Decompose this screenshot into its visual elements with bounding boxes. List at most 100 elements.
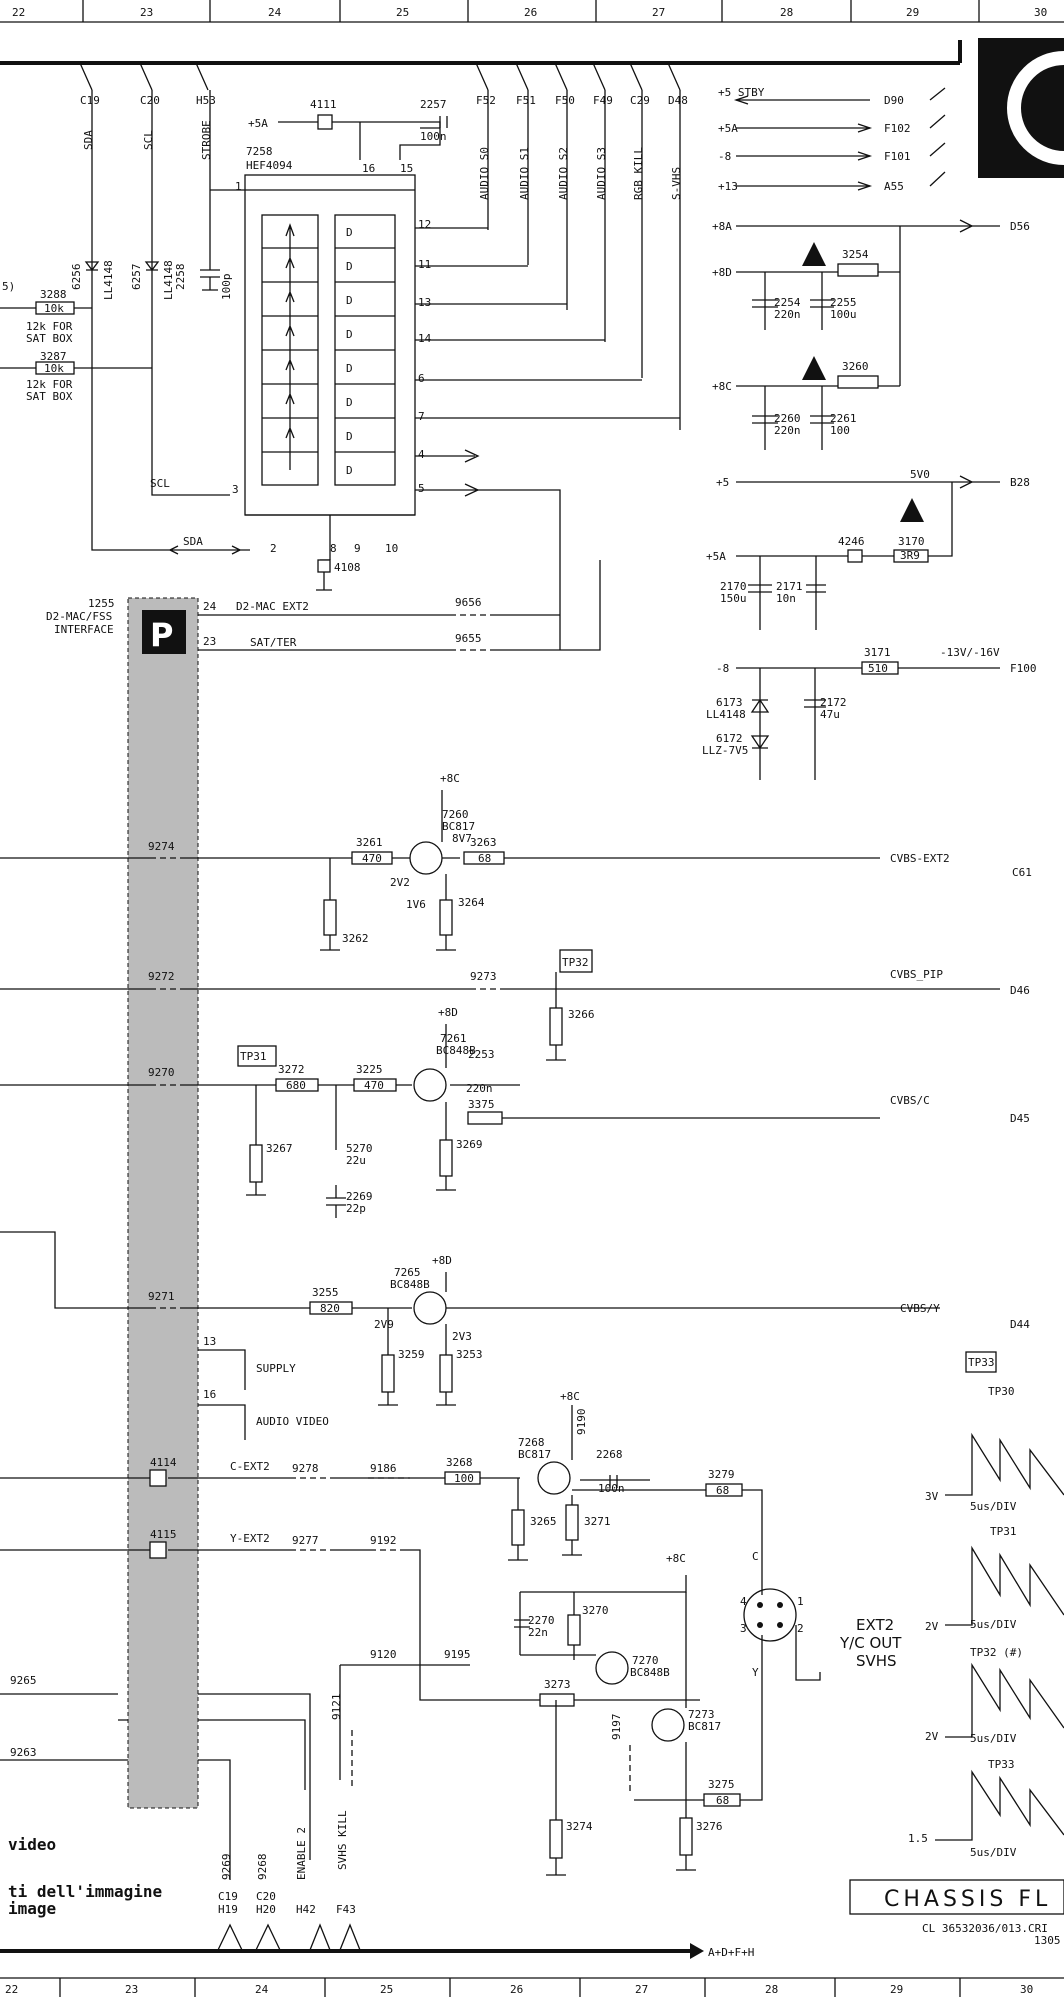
schematic-label: SUPPLY [256, 1362, 296, 1375]
schematic-label: 6 [418, 372, 425, 385]
schematic-label: D90 [884, 94, 904, 107]
schematic-label: 3262 [342, 932, 369, 945]
conn-f49: F49 [593, 94, 613, 107]
schematic-label: 2254 [774, 296, 801, 309]
schematic-label: +8D [438, 1006, 458, 1019]
schematic-label: 13 [418, 296, 431, 309]
grid-col: 25 [380, 1983, 393, 1996]
schematic-label: 9263 [10, 1746, 37, 1759]
schematic-label: 2V9 [374, 1318, 394, 1331]
schematic-label: 5us/DIV [970, 1618, 1017, 1631]
schematic-label: 3270 [582, 1604, 609, 1617]
bus-label: A+D+F+H [708, 1946, 754, 1959]
schematic-label: 4115 [150, 1528, 177, 1541]
sat-note-2b: SAT BOX [26, 390, 73, 403]
top-grid: 22 23 24 25 26 27 28 29 30 [0, 0, 1064, 23]
schematic-label: 13 [203, 1335, 216, 1348]
schematic-label: 9274 [148, 840, 175, 853]
schematic-label: 470 [362, 852, 382, 865]
schematic-label: 2269 [346, 1190, 373, 1203]
schematic-label: F101 [884, 150, 911, 163]
schematic-label: 3264 [458, 896, 485, 909]
r3288-body [35, 301, 75, 315]
schematic-label: +8D [432, 1254, 452, 1267]
schematic-label: 2260 [774, 412, 801, 425]
schematic-label: +13 [718, 180, 738, 193]
top-connectors: C19 C20 H53 F52 F51 F50 F49 C29 D48 [79, 62, 688, 107]
schematic-label: 3275 [708, 1778, 735, 1791]
schematic-label: 3375 [468, 1098, 495, 1111]
schematic-label: 9271 [148, 1290, 175, 1303]
schematic-label: TP30 [988, 1385, 1015, 1398]
schematic-label: BC848B [390, 1278, 430, 1291]
schematic-label: 2170 [720, 580, 747, 593]
schematic-label: 68 [716, 1794, 729, 1807]
schematic-label: 9656 [455, 596, 482, 609]
schematic-label: 100 [454, 1472, 474, 1485]
sda-label: SDA [183, 535, 203, 548]
schematic-label: 4246 [838, 535, 865, 548]
grid-col: 28 [780, 6, 793, 19]
schematic-label: 9272 [148, 970, 175, 983]
conn-c29: C29 [630, 94, 650, 107]
schematic-label: 3263 [470, 836, 497, 849]
schematic-label: CL 36532036/013.CRI [922, 1922, 1048, 1935]
chassis-logo [978, 38, 1064, 178]
schematic-label: C61 [1012, 866, 1032, 879]
schematic-label: +5 [716, 476, 729, 489]
schematic-label: 9192 [370, 1534, 397, 1547]
r4108-label: 4108 [334, 561, 361, 574]
schematic-label: 9265 [10, 1674, 37, 1687]
schematic-label: 5 [418, 482, 425, 495]
schematic-label: 9269 [220, 1854, 233, 1881]
schematic-label: 3225 [356, 1063, 383, 1076]
left-video-label: video [8, 1835, 56, 1854]
schematic-label: 3171 [864, 646, 891, 659]
r3287-label: 3287 [40, 350, 67, 363]
stage-cvbs-pip: 9272 9273 TP32 3266 CVBS_PIP D46 [0, 949, 1030, 1061]
schematic-label: D56 [1010, 220, 1030, 233]
schematic-label: 5us/DIV [970, 1732, 1017, 1745]
schematic-label: 15 [400, 162, 413, 175]
schematic-label: EXT2 [856, 1616, 894, 1634]
schematic-label: 3279 [708, 1468, 735, 1481]
grid-col: 30 [1020, 1983, 1033, 1996]
schematic-label: 5) [2, 280, 15, 293]
schematic-label: 6173 [716, 696, 743, 709]
schematic-label: 3274 [566, 1820, 593, 1833]
sat-note-2a: 12k FOR [26, 378, 73, 391]
schematic-label: 6256 [70, 264, 83, 291]
schematic-label: 2V [925, 1730, 939, 1743]
schematic-label: 1305 [1034, 1934, 1061, 1947]
schematic-label: LLZ-7V5 [702, 744, 748, 757]
schematic-label: 510 [868, 662, 888, 675]
schematic-label: F102 [884, 122, 911, 135]
conn-h53: H53 [196, 94, 216, 107]
schematic-label: 3271 [584, 1515, 611, 1528]
schematic-label: 10n [776, 592, 796, 605]
schematic-label: 7265 [394, 1266, 421, 1279]
schematic-label: 9277 [292, 1534, 319, 1547]
schematic-label: 820 [320, 1302, 340, 1315]
schematic-label: 3254 [842, 248, 869, 261]
sat-note-1b: SAT BOX [26, 332, 73, 345]
oscilloscope-waveforms: TP30 3V 5us/DIV TP31 2V 5us/DIV TP32 (#)… [908, 1385, 1064, 1859]
conn-f52: F52 [476, 94, 496, 107]
sat-note-1a: 12k FOR [26, 320, 73, 333]
grid-col: 27 [652, 6, 665, 19]
schematic-label: SAT/TER [250, 636, 297, 649]
schematic-label: 150u [720, 592, 747, 605]
schematic-label: Y/C OUT [839, 1634, 902, 1652]
schematic-label: F100 [1010, 662, 1037, 675]
schematic-label: -8 [718, 150, 731, 163]
schematic-label: 2V2 [390, 876, 410, 889]
schematic-label: 10k [44, 302, 64, 315]
c2257-value: 100n [420, 130, 447, 143]
schematic-label: 10 [385, 542, 398, 555]
schematic-label: +8C [712, 380, 732, 393]
schematic-label: 2 [797, 1622, 804, 1635]
schematic-label: Y-EXT2 [230, 1532, 270, 1545]
